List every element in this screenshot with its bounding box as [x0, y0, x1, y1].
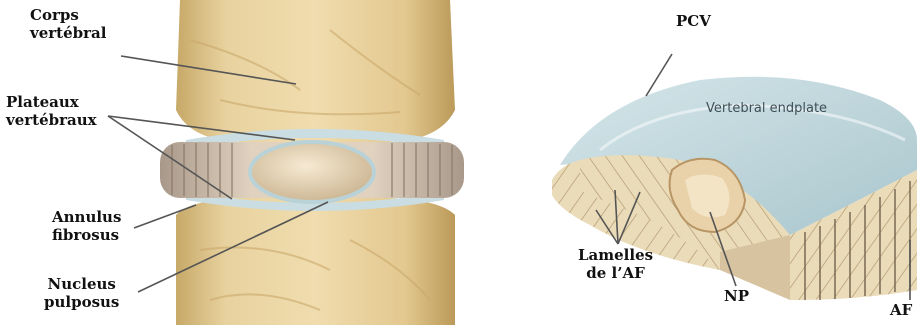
- label-corps-line1: Corps: [30, 6, 106, 24]
- nucleus-pulposus: [250, 142, 374, 202]
- label-pcv: PCV: [676, 12, 711, 30]
- label-plateaux-line2: vertébraux: [6, 111, 97, 129]
- label-np: NP: [724, 287, 749, 305]
- lower-vertebral-body: [176, 198, 455, 325]
- label-nucleus-pulposus: Nucleus pulposus: [44, 275, 119, 311]
- endplate-label: Vertebral endplate: [706, 101, 827, 116]
- label-annulus-line1: Annulus: [52, 208, 121, 226]
- label-plateaux-line1: Plateaux: [6, 93, 97, 111]
- label-nucleus-line1: Nucleus: [44, 275, 119, 293]
- vertebral-segment-illustration: [160, 0, 464, 325]
- label-corps-vertebral: Corps vertébral: [30, 6, 106, 42]
- label-lamelles-line1: Lamelles: [578, 246, 653, 264]
- label-annulus-fibrosus: Annulus fibrosus: [52, 208, 121, 244]
- label-af: AF: [890, 301, 912, 319]
- label-nucleus-line2: pulposus: [44, 293, 119, 311]
- label-lamelles-line2: de l’AF: [578, 264, 653, 282]
- label-annulus-line2: fibrosus: [52, 226, 121, 244]
- label-lamelles-af: Lamelles de l’AF: [578, 246, 653, 282]
- label-plateaux-vertebraux: Plateaux vertébraux: [6, 93, 97, 129]
- label-corps-line2: vertébral: [30, 24, 106, 42]
